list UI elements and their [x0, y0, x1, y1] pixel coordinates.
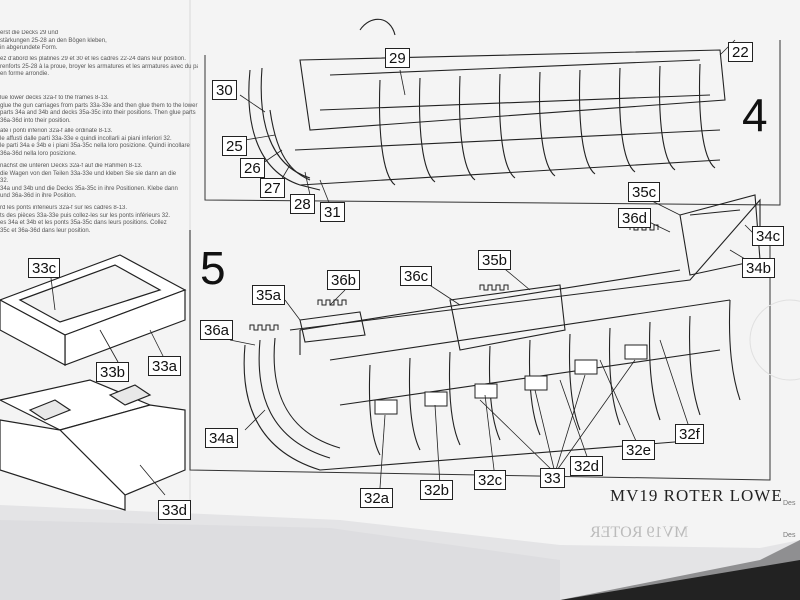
instr-line: le parti 34a e 34b e i piani 35a-35c nel… — [0, 143, 190, 149]
instr-line: 34a und 34b und die Decks 35a-35c in ihr… — [0, 185, 178, 192]
instructions-it: ate i ponti inferiori 32a-f alle ordinat… — [0, 128, 198, 158]
part-label-35a: 35a — [252, 285, 286, 305]
part-label-32a: 32a — [360, 488, 394, 508]
part-label-32d: 32d — [570, 456, 604, 476]
instr-line: die Wagen von den Teilen 33a-33e und kle… — [0, 170, 177, 177]
footer-small-text: Des — [783, 500, 796, 507]
instructions-en: lue lower decks 32a-f to the frames 8-13… — [0, 95, 198, 125]
instr-line: stärkungen 25-28 an den Bögen kleben, — [0, 37, 107, 44]
instr-line: 36a-36d into their position. — [0, 117, 71, 124]
step-number-4: 4 — [742, 89, 768, 141]
instr-line: rd les ponts inférieurs 32a-f sur les ca… — [0, 205, 128, 211]
part-label-34b: 34b — [742, 258, 776, 278]
instr-line: nächst die unteren Decks 32a-f auf die R… — [0, 163, 143, 169]
instr-line: 36a-36d nella loro posizione. — [0, 150, 77, 157]
part-label-32c: 32c — [474, 470, 507, 490]
instr-line: en forme arrondie. — [0, 71, 50, 77]
part-label-36b: 36b — [327, 270, 361, 290]
part-label-26: 26 — [240, 158, 265, 178]
part-label-32b: 32b — [420, 480, 454, 500]
instr-line: glue the gun carriages from parts 33a-33… — [0, 102, 198, 109]
part-label-33: 33 — [540, 468, 565, 488]
instr-line: 35c et 36a-36d dans leur position. — [0, 227, 91, 234]
part-label-28: 28 — [290, 194, 315, 214]
part-label-32f: 32f — [675, 424, 704, 444]
instructions-de: nächst die unteren Decks 32a-f auf die R… — [0, 163, 198, 201]
instr-line: erst die Decks 29 und — [0, 30, 59, 36]
part-label-33c: 33c — [28, 258, 61, 278]
instr-line: ate i ponti inferiori 32a-f alle ordinat… — [0, 128, 113, 134]
part-label-30: 30 — [212, 80, 237, 100]
instr-line: 32. — [0, 178, 9, 184]
instructions-top-fr: ez d'abord les platines 29 et 30 et les … — [0, 56, 198, 79]
instr-line: in abgerundete Form. — [0, 45, 58, 51]
part-label-33b: 33b — [96, 362, 130, 382]
part-label-29: 29 — [385, 48, 410, 68]
instr-line: lue lower decks 32a-f to the frames 8-13… — [0, 95, 109, 101]
part-label-31: 31 — [320, 202, 345, 222]
part-label-22: 22 — [728, 42, 753, 62]
instructions-top-de: erst die Decks 29 und stärkungen 25-28 a… — [0, 30, 198, 53]
instr-line: parts 34a and 34b and decks 35a-35c into… — [0, 110, 196, 116]
footer-small-text: Des — [783, 532, 796, 539]
part-label-35b: 35b — [478, 250, 512, 270]
instructions-fr: rd les ponts inférieurs 32a-f sur les ca… — [0, 205, 198, 235]
part-label-36a: 36a — [200, 320, 234, 340]
part-label-35c: 35c — [628, 182, 661, 202]
part-label-36d: 36d — [618, 208, 652, 228]
part-label-34c: 34c — [752, 226, 785, 246]
model-caption: MV19 ROTER LOWE — [610, 486, 783, 505]
part-label-27: 27 — [260, 178, 285, 198]
instr-line: ts des pièces 33a-33e puis collez-les su… — [0, 212, 171, 219]
part-label-34a: 34a — [205, 428, 239, 448]
instr-line: es 34a et 34b et les ponts 35a-35c dans … — [0, 220, 167, 226]
part-label-33d: 33d — [158, 500, 192, 520]
instr-line: renforts 25-28 à la proue, broyer les ar… — [0, 63, 198, 70]
instr-line: le affusti dalle parti 33a-33e e quindi … — [0, 135, 172, 142]
part-label-32e: 32e — [622, 440, 656, 460]
instr-line: und 36a-36d in ihre Position. — [0, 193, 77, 199]
part-label-33a: 33a — [148, 356, 182, 376]
part-label-25: 25 — [222, 136, 247, 156]
instr-line: ez d'abord les platines 29 et 30 et les … — [0, 56, 186, 62]
part-label-36c: 36c — [400, 266, 433, 286]
mirror-caption: MV19 ROTER — [590, 524, 689, 541]
step-number-5: 5 — [200, 242, 226, 294]
